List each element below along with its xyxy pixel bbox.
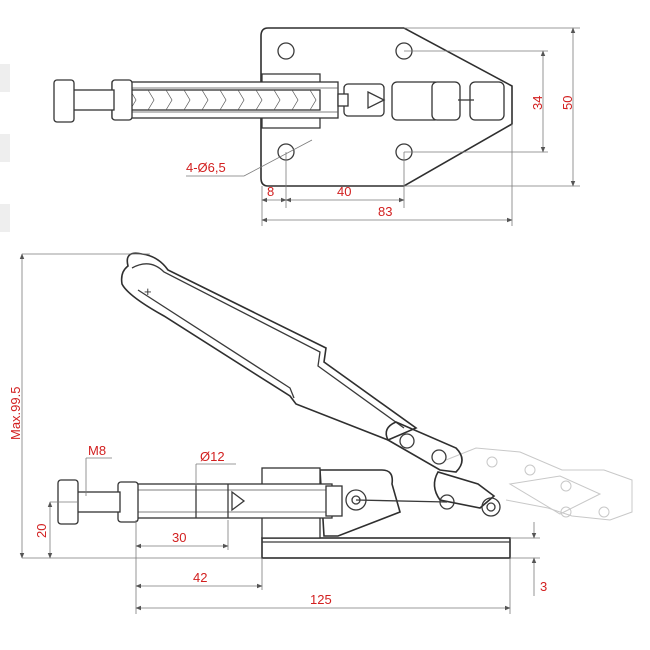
- dim-30: 30: [172, 530, 186, 545]
- dim-125: 125: [310, 592, 332, 607]
- dim-42: 42: [193, 570, 207, 585]
- clevis: [343, 83, 385, 117]
- dim-34: 34: [530, 96, 545, 110]
- bolt-shaft: [75, 491, 121, 513]
- pivot-pin: [481, 497, 501, 517]
- handle-grip: [120, 252, 418, 441]
- dim-3: 3: [540, 579, 547, 594]
- pivot-pin: [431, 449, 447, 465]
- body-bracket: [319, 469, 401, 537]
- handle-center-mark: +: [144, 284, 152, 299]
- top-base-plate: [260, 27, 513, 187]
- pivot-pin: [399, 433, 415, 449]
- left-edge-mark: [0, 134, 10, 162]
- hole-callout: 4-Ø6,5: [186, 160, 226, 175]
- dim-20: 20: [34, 524, 49, 538]
- dim-diameter: Ø12: [200, 449, 225, 464]
- bolt-head: [53, 79, 75, 123]
- side-base-plate: [261, 537, 511, 559]
- mount-hole: [277, 42, 295, 60]
- dim-m8: M8: [88, 443, 106, 458]
- left-edge-mark: [0, 64, 10, 92]
- dim-50: 50: [560, 96, 575, 110]
- dim-83: 83: [378, 204, 392, 219]
- dim-40: 40: [337, 184, 351, 199]
- lock-nut: [117, 481, 139, 523]
- link-end: [469, 81, 505, 121]
- handle-grip-inner: [131, 263, 405, 429]
- ghost-linkage: [445, 447, 633, 521]
- top-view: 4-Ø6,5 8 40 83 34 50: [53, 27, 580, 226]
- left-edge-mark: [0, 204, 10, 232]
- lock-nut: [111, 79, 133, 121]
- link-bar: [431, 81, 461, 121]
- plunger-tip: [325, 485, 343, 517]
- clevis-pin: [337, 93, 349, 107]
- dim-8: 8: [267, 184, 274, 199]
- plunger-shaft: [135, 483, 333, 519]
- lower-link: [433, 471, 496, 509]
- dim-max-height: Max.99.5: [8, 387, 23, 440]
- handle-link-plate: [385, 421, 463, 473]
- plunger-rod: [129, 89, 321, 111]
- side-view: +: [8, 252, 633, 614]
- bolt-shaft: [71, 89, 115, 111]
